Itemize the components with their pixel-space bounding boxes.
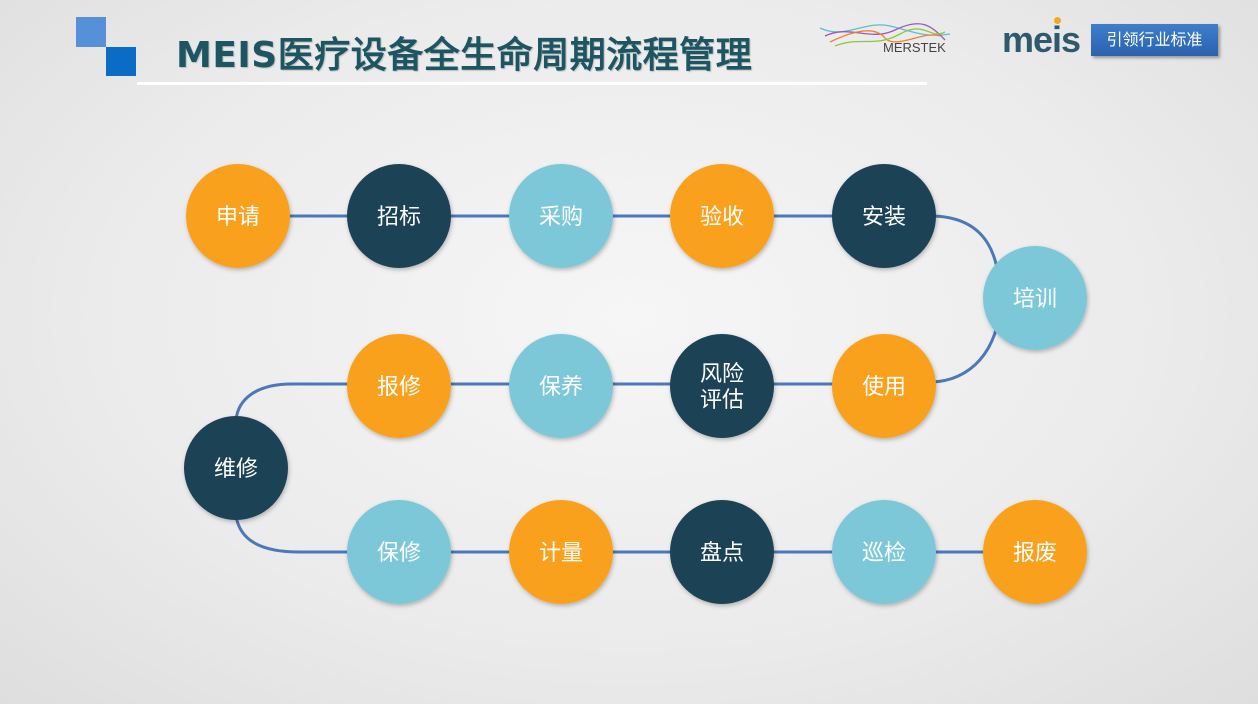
flow-node-circle [670,164,774,268]
flow-node: 计量 [509,500,613,604]
flow-node-circle [184,416,288,520]
connector-curve-left-bottom [234,515,301,554]
flow-node-circle [509,164,613,268]
flow-node-label: 盘点 [700,541,744,566]
title-underline [137,82,927,85]
flow-node-circle [347,164,451,268]
flow-node: 采购 [509,164,613,268]
flow-node: 保修 [347,500,451,604]
flow-node: 盘点 [670,500,774,604]
flow-node: 安装 [832,164,936,268]
decor-square-light [76,17,106,47]
flow-node-label: 验收 [700,205,744,230]
flow-node-label: 报废 [1013,541,1057,566]
slogan-badge: 引领行业标准 [1091,24,1218,56]
flow-node-circle [832,500,936,604]
flow-node-circle [509,500,613,604]
flow-node: 验收 [670,164,774,268]
flow-node-circle [670,334,774,438]
flow-node-label: 安装 [862,205,906,230]
flow-node-label: 保修 [377,541,421,566]
flow-node: 报修 [347,334,451,438]
flow-node-label: 评估 [700,388,744,413]
meis-logo-dot [1054,17,1061,24]
flow-node-label: 巡检 [862,541,906,566]
merstek-logo: MERSTEK [883,40,946,55]
flow-node-label: 计量 [539,541,583,566]
connector-curve-left-top [234,382,293,421]
flow-node-circle [186,164,290,268]
flow-node: 招标 [347,164,451,268]
merstek-logo-waves [819,23,951,47]
flow-node-label: 风险 [700,362,744,387]
flow-node-label: 维修 [214,457,258,482]
flow-node-label: 申请 [216,205,260,230]
decor-square-dark [106,47,136,76]
meis-logo: meis [1002,19,1081,60]
flow-node: 维修 [184,416,288,520]
flow-node-circle [347,500,451,604]
flow-node-circle [983,246,1087,350]
flow-node: 申请 [186,164,290,268]
flow-node-circle [832,164,936,268]
flow-node-circle [509,334,613,438]
flow-node-label: 报修 [377,375,421,400]
flow-node-label: 采购 [539,205,583,230]
flow-node-label: 培训 [1013,287,1057,312]
flow-node: 使用 [832,334,936,438]
flow-node: 培训 [983,246,1087,350]
flow-node-circle [347,334,451,438]
flow-node: 保养 [509,334,613,438]
flow-node-label: 使用 [862,375,906,400]
flow-node-label: 招标 [377,205,421,230]
page-title: MEIS医疗设备全生命周期流程管理 [176,35,753,76]
flow-node-label: 保养 [539,375,583,400]
flow-node-circle [670,500,774,604]
flow-node-circle [832,334,936,438]
flow-node-circle [983,500,1087,604]
flow-node: 巡检 [832,500,936,604]
flow-node: 报废 [983,500,1087,604]
